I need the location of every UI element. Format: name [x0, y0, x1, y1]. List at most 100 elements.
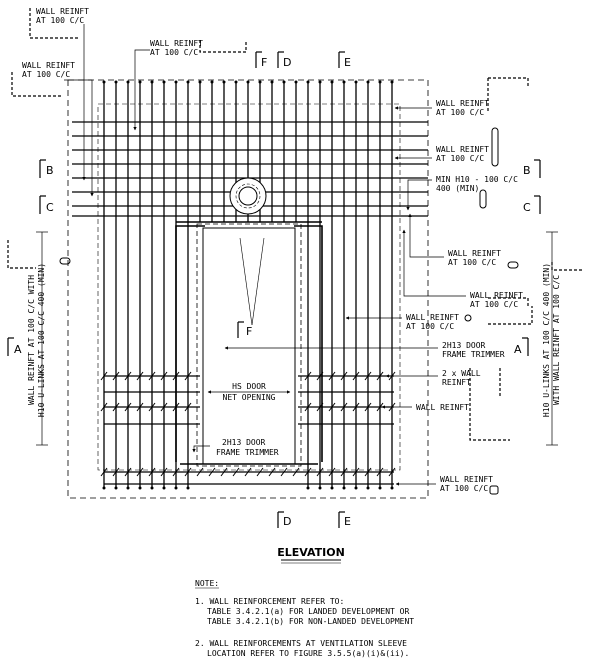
note-1-line-1: 1. WALL REINFORCEMENT REFER TO: — [195, 597, 344, 606]
label-right-4-spacing: AT 100 C/C — [470, 300, 518, 309]
label-top-left-2-spacing: AT 100 C/C — [22, 70, 70, 79]
section-e-bottom-label: E — [344, 515, 351, 528]
ventilation-sleeve — [229, 177, 267, 215]
ulink-tick — [196, 467, 204, 477]
label-right-3-spacing: AT 100 C/C — [448, 258, 496, 267]
label-hs-door: HS DOOR — [232, 382, 266, 391]
section-marker-a-right: A — [514, 337, 529, 356]
label-two-x-wall: 2 x WALL — [442, 369, 481, 378]
label-right-4: WALL REINFT — [470, 291, 523, 300]
bar-end-dot — [150, 80, 154, 84]
ulink-tick — [304, 402, 312, 412]
bar-end-dot — [258, 80, 262, 84]
ulink-tick — [364, 371, 372, 381]
section-marker-c-left: C — [39, 195, 54, 214]
left-vertical-label: WALL REINFT AT 100 C/C WITH H10 U-LINKS … — [27, 263, 46, 417]
note-2-line-2: LOCATION REFER TO FIGURE 3.5.5(a)(i)&(ii… — [207, 649, 409, 658]
section-c-left-label: C — [46, 201, 54, 214]
ulink-tick — [172, 402, 180, 412]
section-d-top-label: D — [283, 56, 291, 69]
ulink-tick — [352, 371, 360, 381]
bar-end-dot — [390, 80, 394, 84]
label-right-5-spacing: AT 100 C/C — [406, 322, 454, 331]
section-f-top-label: F — [261, 56, 267, 69]
bar-end-dot — [330, 486, 334, 490]
bar-end-dot — [330, 80, 334, 84]
section-marker-e-bottom: E — [338, 511, 351, 528]
ulink-tick — [208, 467, 216, 477]
drawing-title: ELEVATION — [277, 546, 345, 559]
label-top-center: WALL REINFT — [150, 39, 203, 48]
section-a-left-label: A — [14, 343, 22, 356]
ulink-tick — [328, 402, 336, 412]
bar-end-dot — [126, 486, 130, 490]
ulink-tick — [172, 467, 180, 477]
bar-end-dot — [270, 80, 274, 84]
bar-end-dot — [186, 486, 190, 490]
label-right-7-spacing: AT 100 C/C — [440, 484, 488, 493]
ulink-tick — [352, 402, 360, 412]
bar-end-dot — [138, 486, 142, 490]
ulink-tick — [100, 371, 108, 381]
ulink-tick — [136, 371, 144, 381]
ulink-tick — [148, 467, 156, 477]
door-swing-2 — [251, 237, 265, 326]
ulink-tick — [124, 371, 132, 381]
bar-end-dot — [114, 80, 118, 84]
ulink-tick — [184, 402, 192, 412]
note-1-line-2: TABLE 3.4.2.1(a) FOR LANDED DEVELOPMENT … — [207, 607, 409, 616]
ulink-tick — [184, 371, 192, 381]
ulink-tick — [316, 371, 324, 381]
bar-end-dot — [306, 486, 310, 490]
diagonal-bar-ticks — [100, 371, 396, 477]
bar-end-dot — [354, 80, 358, 84]
ulink-tick — [340, 402, 348, 412]
bar-end-dot — [222, 80, 226, 84]
section-marker-c-right: C — [523, 195, 541, 214]
section-marker-d-bottom: D — [277, 511, 291, 528]
bar-end-dot — [234, 80, 238, 84]
bar-end-dot — [186, 80, 190, 84]
label-right-5: WALL REINFT — [406, 313, 459, 322]
label-min-h10: MIN H10 - 100 C/C — [436, 175, 518, 184]
label-right-1-spacing: AT 100 C/C — [436, 108, 484, 117]
door-frame-dashed — [196, 223, 302, 467]
ulink-tick — [304, 371, 312, 381]
label-top-left-1: WALL REINFT — [36, 7, 89, 16]
bar-end-dot — [162, 80, 166, 84]
ulink-tick — [376, 402, 384, 412]
bar-detail-sketches — [7, 8, 582, 441]
section-marker-f-mid: F — [237, 321, 252, 338]
ulink-tick — [256, 467, 264, 477]
label-top-center-spacing: AT 100 C/C — [150, 48, 198, 57]
ulink-tick — [364, 467, 372, 477]
ulink-tick — [376, 371, 384, 381]
ulink-tick — [172, 371, 180, 381]
section-marker-f-top: F — [255, 51, 267, 69]
section-f-mid-label: F — [246, 325, 252, 338]
bar-end-dot — [342, 80, 346, 84]
ulink-tick — [148, 371, 156, 381]
section-marker-e-top: E — [338, 51, 351, 69]
ulink-tick — [304, 467, 312, 477]
ulink-tick — [112, 402, 120, 412]
ulink-tick — [376, 467, 384, 477]
bar-end-dot — [174, 486, 178, 490]
section-c-right-label: C — [523, 201, 531, 214]
ulink-tick — [364, 402, 372, 412]
ulink-tick — [136, 402, 144, 412]
bar-end-dot — [294, 80, 298, 84]
ulink-tick — [352, 467, 360, 477]
label-door-trimmer-right-2: FRAME TRIMMER — [442, 350, 505, 359]
bar-end-dot — [282, 80, 286, 84]
bar-end-dot — [390, 486, 394, 490]
right-vertical-label-line2: WITH WALL REINFT AT 100 C/C — [552, 275, 561, 405]
label-door-trimmer-bottom-2: FRAME TRIMMER — [216, 448, 279, 457]
ulink-tick — [244, 467, 252, 477]
section-marker-d-top: D — [277, 51, 291, 69]
ulink-tick — [160, 402, 168, 412]
bar-end-dot — [138, 80, 142, 84]
ulink-tick — [136, 467, 144, 477]
section-b-right-label: B — [523, 164, 531, 177]
ulink-tick — [280, 467, 288, 477]
